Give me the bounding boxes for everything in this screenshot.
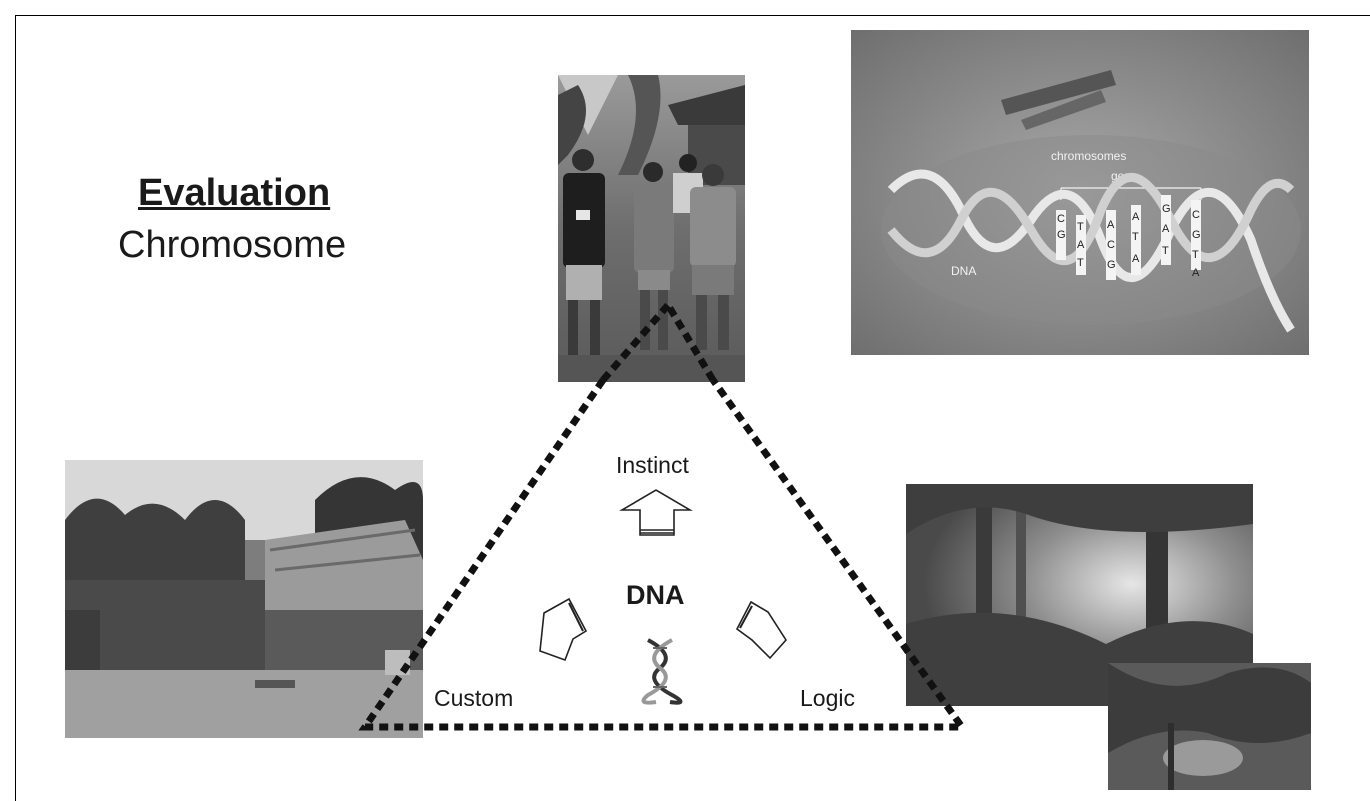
custom-label: Custom	[434, 685, 513, 712]
triangle-top-left	[603, 305, 668, 380]
down-right-arrow-icon	[737, 602, 786, 658]
triangle-top-right	[668, 305, 713, 380]
dna-center-label: DNA	[626, 580, 685, 611]
logic-label: Logic	[800, 685, 855, 712]
up-arrow-icon	[622, 490, 693, 535]
instinct-label: Instinct	[616, 452, 689, 479]
down-left-arrow-icon	[535, 587, 587, 668]
dna-helix-icon	[644, 640, 681, 703]
